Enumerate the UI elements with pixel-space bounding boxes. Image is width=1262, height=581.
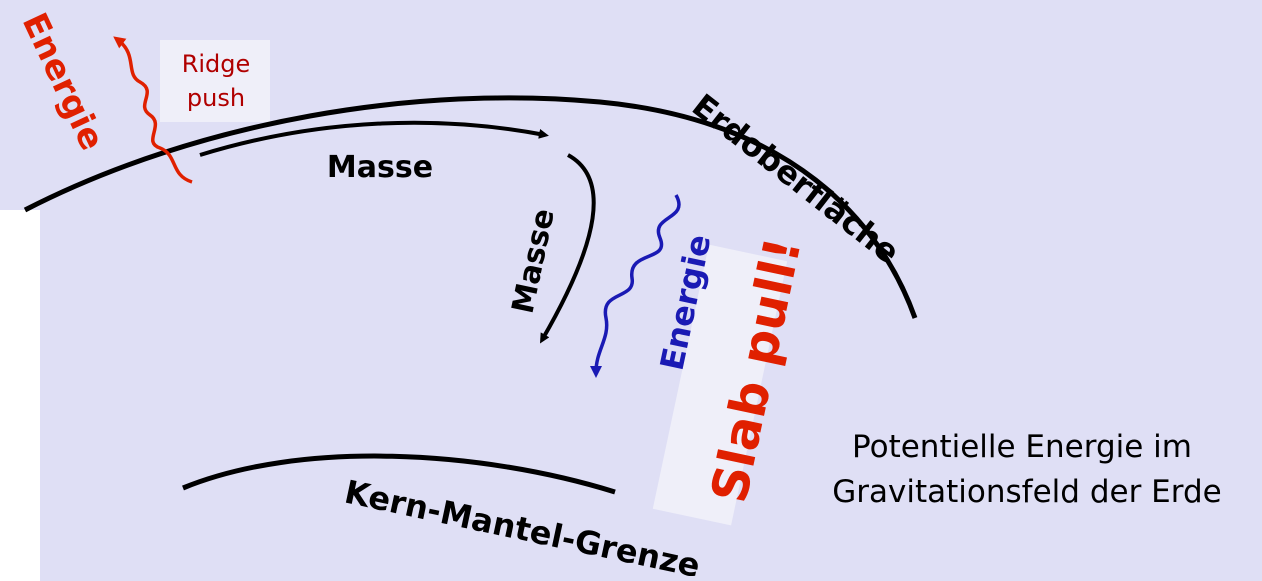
ridge-push-label-line2: push — [187, 84, 245, 112]
masse-vertical-arrow — [539, 153, 596, 344]
core-mantle-boundary-curve — [182, 453, 616, 495]
masse-horizontal-label: Masse — [327, 150, 433, 185]
potential-energy-label-line1: Potentielle Energie im — [852, 429, 1192, 465]
energie-blue-wavy-arrow — [590, 194, 681, 378]
ridge-push-label-line1: Ridge — [182, 50, 251, 78]
earth-surface-curve — [23, 95, 918, 319]
energie-red-wavy-arrow — [113, 36, 193, 184]
potential-energy-label-line2: Gravitationsfeld der Erde — [832, 474, 1221, 510]
ridge-push-box — [160, 40, 270, 122]
masse-horizontal-arrow — [199, 120, 549, 157]
slab-pull-box — [652, 244, 788, 526]
